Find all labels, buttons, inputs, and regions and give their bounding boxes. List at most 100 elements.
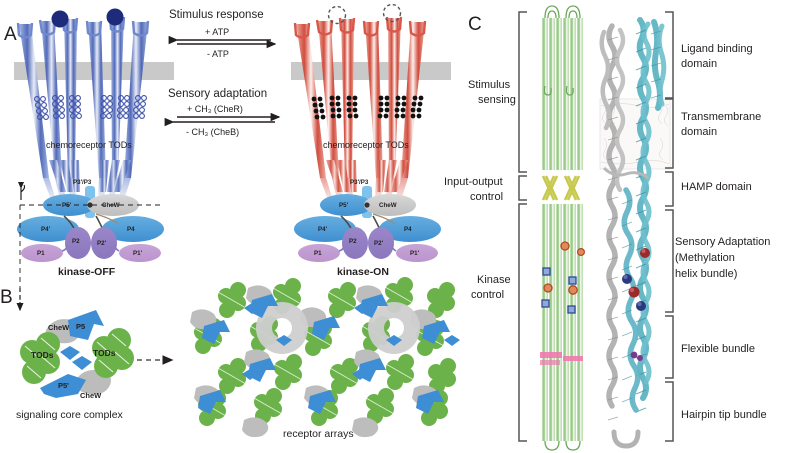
p2-domain-on [342, 227, 368, 259]
panel-c-right-brackets [665, 11, 674, 442]
helix-bottom-loops [544, 440, 581, 451]
label-transmembrane-1: Transmembrane [681, 111, 761, 123]
hamp-schematic [541, 175, 581, 201]
helix-rods-lower [542, 204, 583, 441]
tod-cluster-left [20, 332, 60, 384]
ribbon-helix-teal [621, 17, 667, 413]
chew-label-top: CheW [48, 323, 70, 332]
p1prime-label-on: P1' [410, 250, 420, 257]
methylation-sites-left [34, 95, 147, 120]
p4prime-label-off: P4' [41, 226, 51, 233]
sensory-adaptation-title: Sensory adaptation [168, 88, 267, 100]
ribbon-helix-gray [599, 23, 649, 449]
p2prime-domain-off [91, 227, 117, 259]
receptor-cup-tops-left [16, 16, 150, 39]
p5-label: P5 [76, 322, 85, 331]
p5-shape [68, 310, 104, 340]
label-input-output-2: control [470, 191, 503, 203]
p5prime-shape [40, 374, 86, 398]
sensory-forward-label: + CH₃ (CheR) [187, 104, 243, 114]
reference-guides [17, 181, 160, 310]
kinase-off-label: kinase-OFF [58, 266, 116, 278]
label-flexible-bundle: Flexible bundle [681, 343, 755, 355]
label-hairpin-tip-bundle: Hairpin tip bundle [681, 409, 767, 421]
bracket-kinase-control [518, 203, 527, 442]
panel-c-left-brackets [518, 11, 527, 442]
chew-label-on: CheW [379, 202, 397, 209]
p3-label-on: P3'/P3 [350, 179, 369, 186]
signaling-core-complex: CheW CheW P5 P5' [16, 310, 134, 421]
p5prime-label-off: P5' [62, 202, 72, 209]
panel-c-right-labels: Ligand binding domain Transmembrane doma… [675, 43, 770, 421]
helix-top-loops [544, 5, 581, 19]
bracket-sensory-adaptation [665, 209, 674, 313]
bracket-stimulus-sensing [518, 11, 527, 173]
ribbon-methylation-spheres [622, 248, 650, 361]
ligand-free-right-1 [327, 5, 347, 25]
p3-pivot-off [87, 202, 93, 208]
helix-bundle-schematic [540, 5, 585, 451]
p4-domain-off [102, 216, 164, 242]
array-chea-wedges [198, 294, 460, 414]
panel-c-letter: C [468, 14, 482, 35]
label-sensory-adaptation-1: Sensory Adaptation [675, 236, 770, 248]
label-hamp: HAMP domain [681, 181, 752, 193]
p4prime-domain-off [17, 216, 79, 242]
helix-rods-upper [542, 18, 583, 170]
p2-label-off: P2 [72, 238, 80, 245]
arrays-caption: receptor arrays [283, 428, 354, 440]
label-ligand-binding-1: Ligand binding [681, 43, 753, 55]
receptor-caption-right: chemoreceptor TODs [323, 140, 409, 150]
label-transmembrane-2: domain [681, 126, 717, 138]
p1prime-domain-on [396, 244, 438, 262]
chew-label-bottom: CheW [80, 391, 102, 400]
chew-label-off: CheW [102, 202, 120, 209]
kinase-off-complex: P3'/P3 P5' CheW P4' P4 P2 P2' P1 [17, 160, 164, 278]
label-sensory-adaptation-2: (Methylation [675, 252, 735, 264]
receptor-arrays: receptor arrays [190, 277, 460, 440]
bracket-hamp [665, 171, 674, 207]
p1prime-label-off: P1' [133, 250, 143, 257]
p5prime-domain-on [320, 194, 372, 216]
linker-off-3 [95, 213, 119, 225]
p1-linker-on [338, 244, 345, 252]
p3-pivot-on [364, 202, 370, 208]
ligand-free-right-2 [382, 3, 402, 23]
p4prime-label-on: P4' [318, 226, 328, 233]
transition-sensory-adaptation: Sensory adaptation + CH₃ (CheR) - CH₃ (C… [164, 88, 281, 137]
cheA-core-diamond-2 [72, 356, 92, 370]
chew-domain-on [364, 194, 416, 216]
p2-label-on: P2 [349, 238, 357, 245]
bracket-input-output [518, 175, 527, 201]
kinase-on-label: kinase-ON [337, 266, 389, 278]
methylation-sites-right [311, 95, 424, 120]
p5prime-label: P5' [58, 381, 69, 390]
receptor-group-left: chemoreceptor TODs [16, 8, 150, 200]
panel-b: B CheW CheW P5 P5' [0, 277, 460, 440]
p4-label-off: P4 [127, 226, 135, 233]
ligand-bound-left-1 [51, 10, 69, 28]
stimulus-reverse-label: - ATP [207, 49, 229, 59]
panel-c-left-labels: Stimulus sensing Input-output control Ki… [444, 79, 516, 301]
stimulus-response-title: Stimulus response [169, 9, 264, 21]
p3-label-off: P3'/P3 [73, 179, 92, 186]
panel-b-letter: B [0, 287, 13, 308]
label-kinase-control-2: control [471, 289, 504, 301]
p1-domain-on [298, 244, 340, 262]
bracket-hairpin [665, 381, 674, 442]
p5prime-label-on: P5' [339, 202, 349, 209]
helix-periplasmic-turns [543, 85, 574, 96]
transition-stimulus-response: Stimulus response + ATP - ATP [168, 9, 277, 59]
p4prime-domain-on [294, 216, 356, 242]
p1-label-on: P1 [314, 250, 322, 257]
tod-cluster-top [64, 320, 84, 340]
p1-linker-off [61, 244, 68, 252]
label-stimulus-sensing-2: sensing [478, 94, 516, 106]
panel-a: A [4, 3, 451, 310]
label-ligand-binding-2: domain [681, 58, 717, 70]
p4-label-on: P4 [404, 226, 412, 233]
methylation-site-markers [541, 241, 585, 314]
label-stimulus-sensing-1: Stimulus [468, 79, 511, 91]
